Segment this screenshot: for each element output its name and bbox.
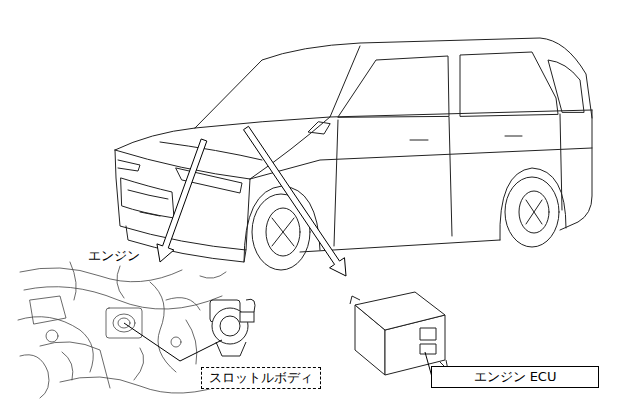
car-drawing [115,38,592,270]
engine-drawing [18,262,232,398]
part-name: エンジン ECU [474,369,557,385]
pointer-arrow [244,126,346,276]
pointer-arrow [157,139,207,262]
part-caption-text: エンジン [88,248,140,263]
part-caption: エンジン [88,245,140,264]
part-label-box: エンジン ECU [431,366,599,388]
ecu-drawing [350,292,448,375]
throttle-body-drawing [210,299,255,356]
part-name: スロットルボディ [209,370,313,386]
part-label-box: スロットルボディ [201,367,321,389]
